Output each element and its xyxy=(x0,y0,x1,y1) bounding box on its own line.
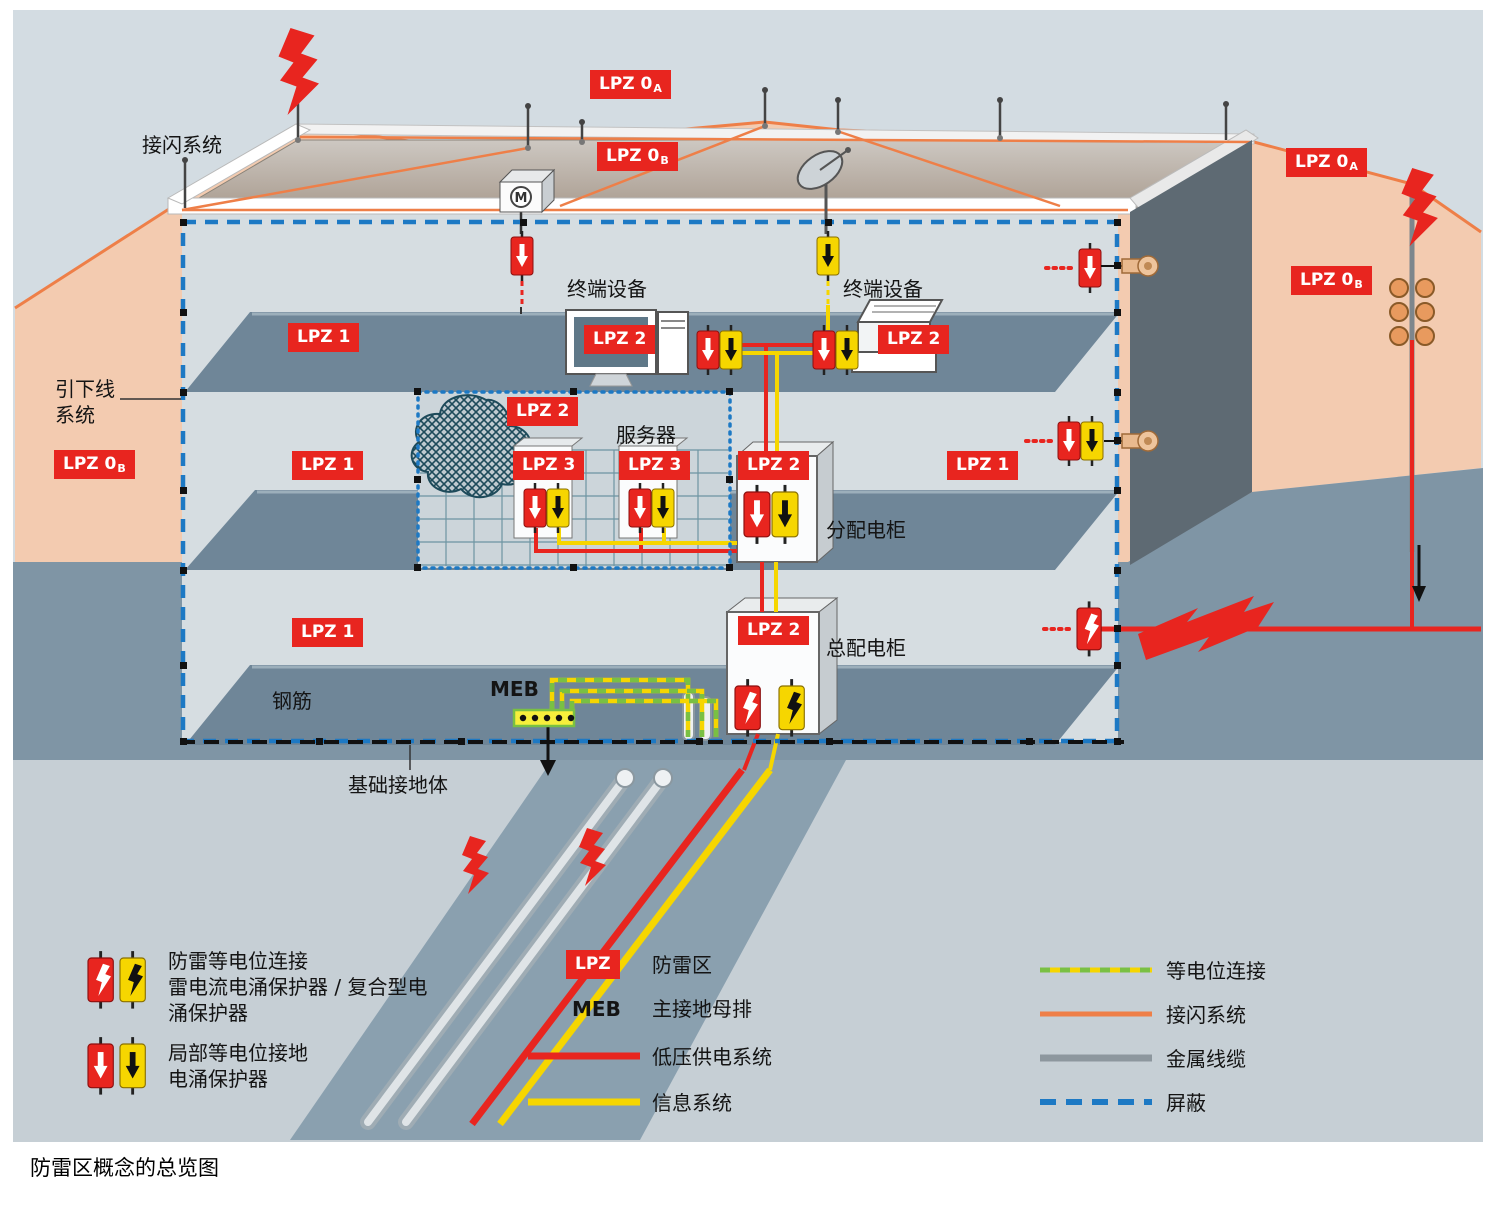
earth-arrow-icon xyxy=(540,760,556,776)
lpz2-dist-badge: LPZ 2 xyxy=(738,451,810,480)
lpz2-terminal-right-badge: LPZ 2 xyxy=(878,325,950,354)
spd-yellow-icon xyxy=(834,323,860,377)
surge-protective-devices xyxy=(509,229,1105,739)
figure-caption: 防雷区概念的总览图 xyxy=(30,1156,219,1180)
spd-yellow-icon xyxy=(815,229,841,283)
lpz0b-left-badge: LPZ 0B xyxy=(54,450,135,479)
legend-spd-type1-line1: 防雷等电位连接 xyxy=(168,949,308,973)
roof xyxy=(166,87,1259,215)
mesh-nodes xyxy=(295,123,1003,151)
meb-label: MEB xyxy=(490,677,539,701)
spd-red-icon xyxy=(522,481,548,535)
lpz2-main-badge: LPZ 2 xyxy=(738,616,810,645)
legend-equipotential-label: 等电位连接 xyxy=(1166,959,1266,983)
terminal-right-label: 终端设备 xyxy=(843,277,923,301)
equipotential-bonding-lines xyxy=(549,677,719,737)
lightning-arrester-red-icon xyxy=(733,677,762,739)
lpz1-floor1-badge: LPZ 1 xyxy=(288,323,360,352)
legend-shield-label: 屏蔽 xyxy=(1166,1091,1206,1115)
earth-arrow-icon xyxy=(1412,586,1426,602)
lpz0a-top-badge: LPZ 0A xyxy=(590,70,671,99)
spd-yellow-icon xyxy=(545,481,571,535)
air-termination-label: 接闪系统 xyxy=(142,133,222,157)
motor-icon xyxy=(510,186,532,208)
legend-lpz-label: 防雷区 xyxy=(652,953,712,977)
bonding-nodes xyxy=(180,219,1121,745)
server-label: 服务器 xyxy=(616,423,676,447)
lpz1-floor3-badge: LPZ 1 xyxy=(292,618,364,647)
spd-red-icon xyxy=(1077,241,1103,295)
spd-red-icon xyxy=(509,229,535,283)
lpz2-room-badge: LPZ 2 xyxy=(507,397,579,426)
legend-metal-cable-label: 金属线缆 xyxy=(1166,1047,1246,1071)
insulators xyxy=(1389,278,1435,346)
lpz3-server1-badge: LPZ 3 xyxy=(513,451,585,480)
spd-yellow-icon xyxy=(650,481,676,535)
spd-red-icon xyxy=(742,483,772,546)
lpz2-terminal-left-badge: LPZ 2 xyxy=(584,325,656,354)
legend-icons xyxy=(86,949,1152,1106)
lightning-arrester-red-icon xyxy=(86,949,115,1011)
legend-air-termination-label: 接闪系统 xyxy=(1166,1003,1246,1027)
wall-pipe-penetration xyxy=(1101,255,1159,452)
foundation-earth-label: 基础接地体 xyxy=(348,773,448,797)
lpz1-right-badge: LPZ 1 xyxy=(947,451,1019,480)
distribution-cabinet-label: 分配电柜 xyxy=(826,518,906,542)
lpz3-server2-badge: LPZ 3 xyxy=(619,451,691,480)
surge-impulse-arrow-icon xyxy=(1138,596,1274,660)
legend-power-label: 低压供电系统 xyxy=(652,1045,772,1069)
main-cabinet-label: 总配电柜 xyxy=(826,636,906,660)
legend-spd-type2-line1: 局部等电位接地 xyxy=(168,1041,308,1065)
lpz0b-roof-badge: LPZ 0B xyxy=(597,142,678,171)
buried-info-cable xyxy=(497,767,773,1127)
overhead-line-mast xyxy=(1389,190,1435,629)
spd-yellow-icon xyxy=(1079,414,1105,468)
lpz0b-right-badge: LPZ 0B xyxy=(1291,266,1372,295)
legend-spd-type1-line3: 涌保护器 xyxy=(168,1001,248,1025)
spd-yellow-icon xyxy=(718,323,744,377)
air-termination-rods xyxy=(183,92,1228,208)
legend-meb-abbr: MEB xyxy=(572,997,621,1021)
spd-red-icon xyxy=(627,481,653,535)
meb-busbar xyxy=(512,708,576,776)
legend-info-label: 信息系统 xyxy=(652,1091,732,1115)
lightning-arrester-yellow-icon xyxy=(777,677,806,739)
buried-power-cable xyxy=(469,767,745,1127)
spd-red-icon xyxy=(695,323,721,377)
air-termination-mesh xyxy=(181,124,1251,212)
terminal-left-label: 终端设备 xyxy=(567,277,647,301)
legend-spd-type2-line2: 电涌保护器 xyxy=(168,1067,268,1091)
legend-meb-label: 主接地母排 xyxy=(652,997,752,1021)
lpz0a-right-badge: LPZ 0A xyxy=(1286,148,1367,177)
spd-red-icon xyxy=(811,323,837,377)
spd-red-icon xyxy=(86,1035,115,1097)
down-conductor-label: 引下线 系统 xyxy=(55,377,115,427)
lpz1-floor2-badge: LPZ 1 xyxy=(292,451,364,480)
legend-lpz-badge: LPZ xyxy=(566,950,620,979)
rebar-label: 钢筋 xyxy=(272,689,312,713)
spd-yellow-icon xyxy=(770,483,800,546)
lightning-arrester-red-icon xyxy=(1075,600,1103,658)
spd-yellow-icon xyxy=(118,1035,147,1097)
spd-red-icon xyxy=(1056,414,1082,468)
legend-spd-type1-line2: 雷电流电涌保护器 / 复合型电 xyxy=(168,975,428,999)
shielding-mesh-cloud xyxy=(410,394,532,499)
lightning-arrester-yellow-icon xyxy=(118,949,147,1011)
motor-label: M xyxy=(515,191,528,206)
right-wall xyxy=(1130,140,1252,565)
